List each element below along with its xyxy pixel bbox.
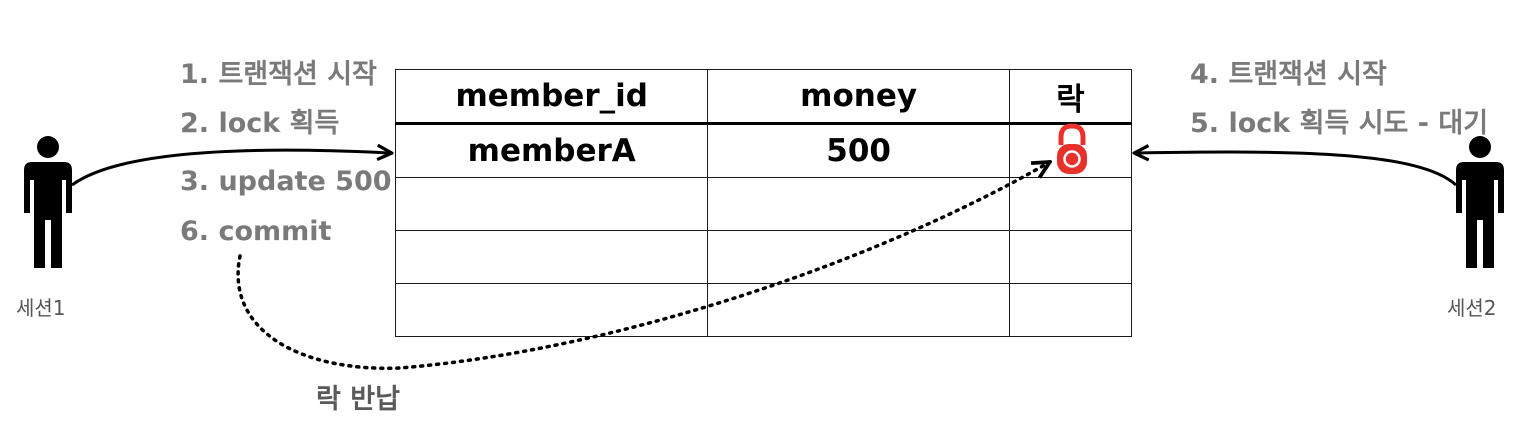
table-cell [1008, 177, 1133, 231]
table-row [394, 177, 1133, 231]
step-3-text: 3. update 500 [180, 166, 392, 197]
table-header-row: member_id money 락 [394, 69, 1133, 125]
header-money: money [707, 69, 1010, 125]
lock-return-label: 락 반납 [316, 384, 400, 415]
member-table: member_id money 락 memberA 500 [394, 69, 1133, 337]
table-cell [394, 230, 709, 284]
table-cell [1008, 283, 1133, 337]
step-1-text: 1. 트랜잭션 시작 [180, 59, 377, 90]
step-5-text: 5. lock 획득 시도 - 대기 [1190, 108, 1489, 139]
cell-money: 500 [707, 123, 1010, 178]
step-4-text: 4. 트랜잭션 시작 [1190, 59, 1387, 90]
header-member-id: member_id [394, 69, 709, 125]
person-icon [1456, 136, 1504, 268]
step-6-text: 6. commit [180, 216, 332, 247]
padlock-icon [1057, 123, 1087, 174]
table-row [394, 230, 1133, 284]
table-cell [394, 283, 709, 337]
session1-arrow [71, 150, 390, 187]
person-icon [24, 136, 72, 268]
step-2-text: 2. lock 획득 [180, 108, 340, 139]
lock-return-arrow [236, 163, 1048, 370]
table-cell [1008, 230, 1133, 284]
session2-label: 세션2 [1447, 296, 1497, 320]
table-cell [707, 230, 1010, 284]
session2-arrow [1136, 152, 1458, 187]
session1-label: 세션1 [16, 296, 66, 320]
header-lock: 락 [1008, 69, 1133, 125]
